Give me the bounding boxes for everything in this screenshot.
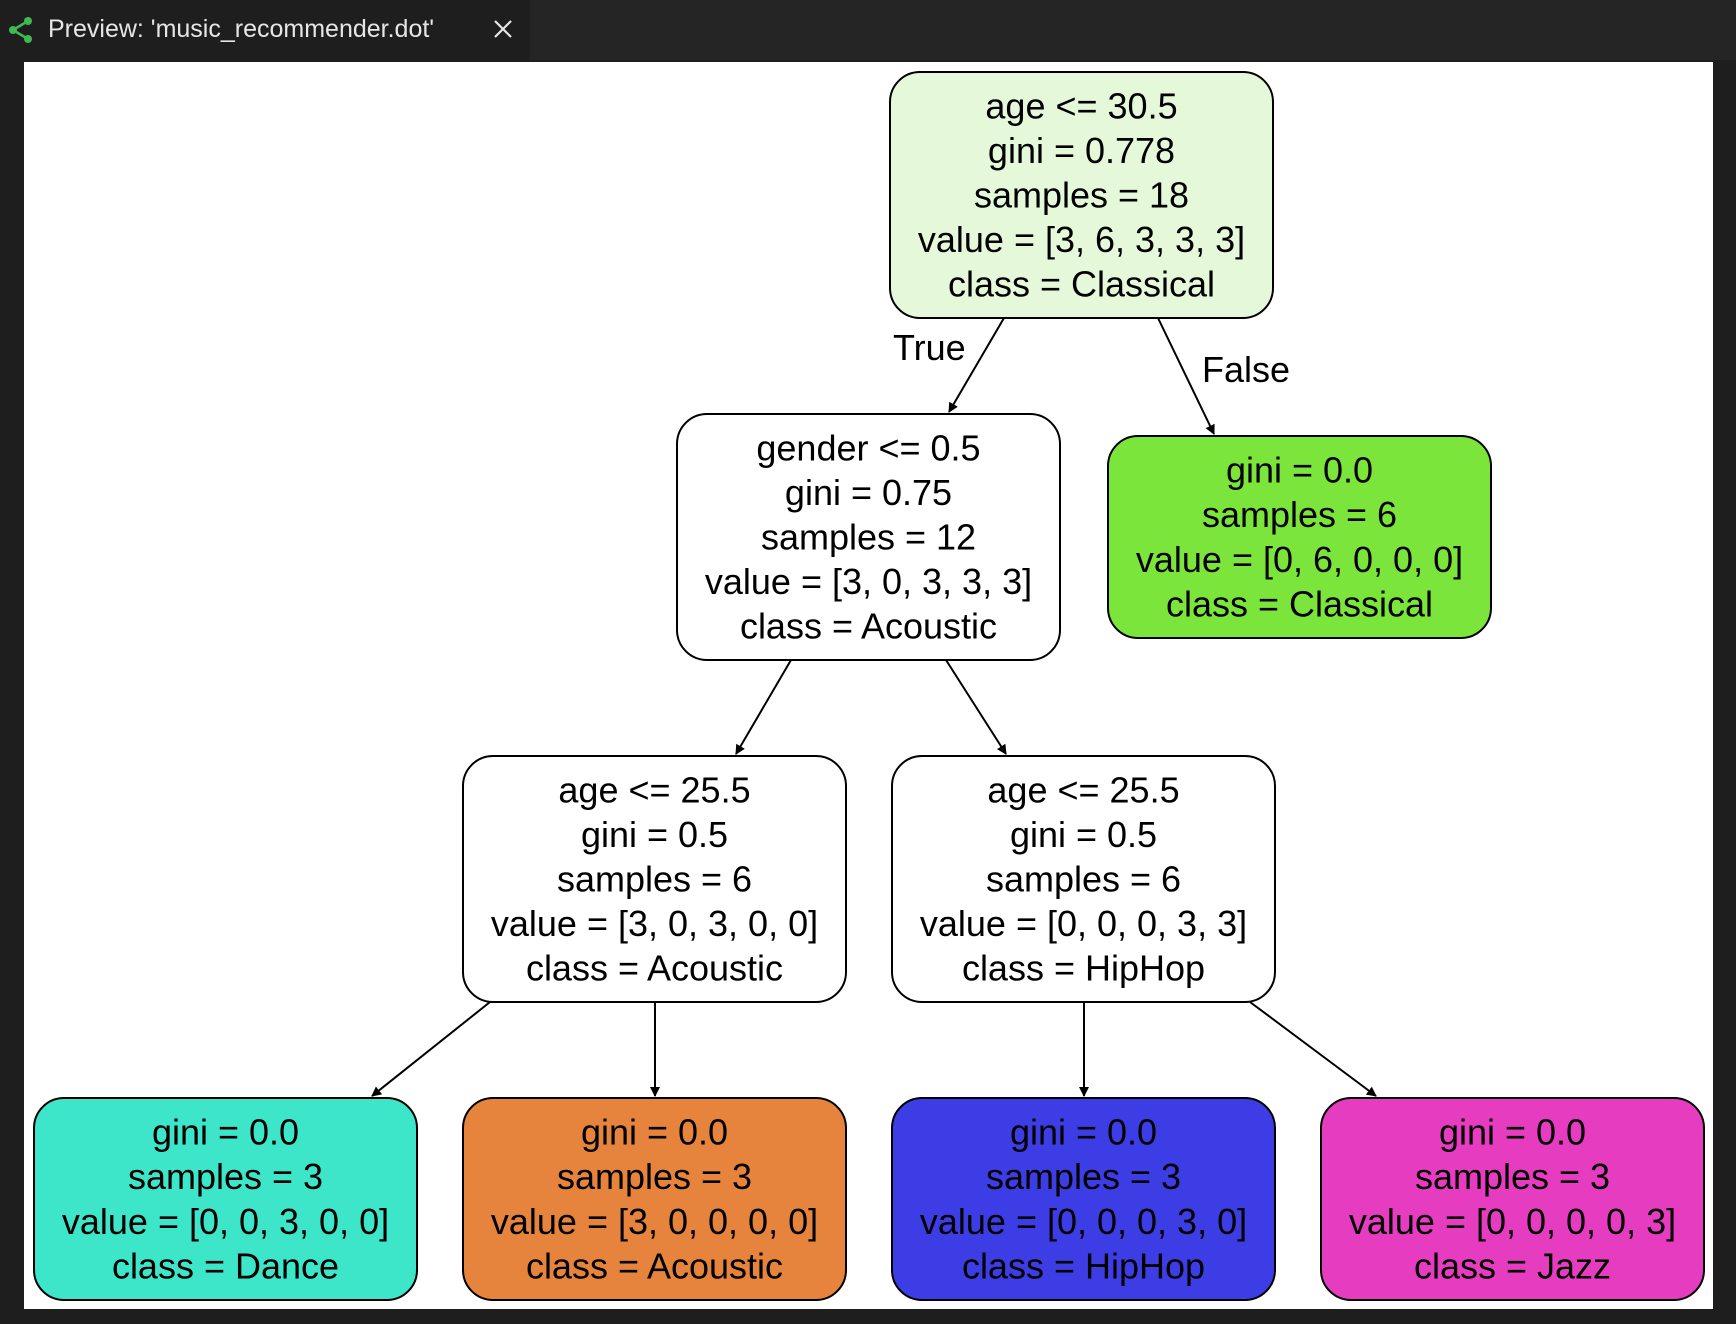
- tree-edge-n0-n2: [1157, 317, 1215, 435]
- node-line: class = Dance: [112, 1245, 339, 1286]
- node-line: gini = 0.778: [988, 130, 1175, 171]
- edge-label-false: False: [1202, 349, 1290, 390]
- node-line: class = HipHop: [962, 948, 1205, 989]
- tree-edge-n1-n4: [945, 659, 1007, 755]
- node-line: value = [0, 0, 0, 0, 3]: [1349, 1201, 1676, 1242]
- node-line: age <= 25.5: [987, 769, 1179, 810]
- node-line: samples = 6: [1202, 494, 1397, 535]
- node-line: class = Acoustic: [526, 948, 783, 989]
- node-line: value = [0, 6, 0, 0, 0]: [1136, 539, 1463, 580]
- node-line: value = [3, 0, 3, 3, 3]: [705, 561, 1032, 602]
- node-box: [462, 755, 847, 1003]
- node-line: class = Classical: [1166, 583, 1433, 624]
- node-line: gini = 0.0: [152, 1112, 299, 1153]
- node-line: gini = 0.0: [581, 1112, 728, 1153]
- node-line: gini = 0.0: [1226, 450, 1373, 491]
- tree-edge-n1-n3: [735, 659, 792, 755]
- node-line: value = [0, 0, 0, 3, 3]: [920, 903, 1247, 944]
- node-line: samples = 18: [974, 174, 1189, 215]
- node-line: value = [3, 0, 0, 0, 0]: [491, 1201, 818, 1242]
- node-line: gini = 0.75: [785, 472, 952, 513]
- node-line: samples = 3: [986, 1156, 1181, 1197]
- tree-edge-n0-n1: [948, 317, 1005, 413]
- node-line: class = Acoustic: [526, 1245, 783, 1286]
- node-line: age <= 25.5: [558, 769, 750, 810]
- node-line: value = [3, 0, 3, 0, 0]: [491, 903, 818, 944]
- node-line: samples = 3: [1415, 1156, 1610, 1197]
- tree-edge-n4-n8: [1249, 1001, 1377, 1097]
- node-line: value = [3, 6, 3, 3, 3]: [918, 219, 1245, 260]
- node-line: class = HipHop: [962, 1245, 1205, 1286]
- tab-title: Preview: 'music_recommender.dot': [48, 15, 435, 43]
- node-box: [676, 413, 1061, 661]
- node-line: samples = 3: [128, 1156, 323, 1197]
- node-line: samples = 6: [557, 858, 752, 899]
- node-line: gini = 0.5: [1010, 814, 1157, 855]
- node-line: samples = 3: [557, 1156, 752, 1197]
- node-box: [1107, 435, 1492, 639]
- node-line: gini = 0.0: [1439, 1112, 1586, 1153]
- preview-tab[interactable]: Preview: 'music_recommender.dot': [0, 0, 530, 60]
- node-line: value = [0, 0, 3, 0, 0]: [62, 1201, 389, 1242]
- edge-label-true: True: [893, 327, 966, 368]
- node-box: [891, 1097, 1276, 1301]
- node-line: class = Acoustic: [740, 606, 997, 647]
- node-line: class = Jazz: [1414, 1245, 1611, 1286]
- graph-preview-icon: [9, 17, 32, 43]
- node-line: samples = 12: [761, 516, 976, 557]
- node-line: gender <= 0.5: [756, 427, 980, 468]
- node-line: class = Classical: [948, 264, 1215, 305]
- node-line: value = [0, 0, 0, 3, 0]: [920, 1201, 1247, 1242]
- node-box: [1320, 1097, 1705, 1301]
- close-icon[interactable]: [490, 16, 516, 42]
- tree-edge-n3-n5: [371, 1001, 491, 1097]
- node-line: gini = 0.5: [581, 814, 728, 855]
- node-line: samples = 6: [986, 858, 1181, 899]
- node-box: [33, 1097, 418, 1301]
- editor-tab-bar: Preview: 'music_recommender.dot': [0, 0, 1736, 60]
- node-line: gini = 0.0: [1010, 1112, 1157, 1153]
- node-box: [891, 755, 1276, 1003]
- node-line: age <= 30.5: [985, 85, 1177, 126]
- node-box: [889, 71, 1274, 319]
- node-box: [462, 1097, 847, 1301]
